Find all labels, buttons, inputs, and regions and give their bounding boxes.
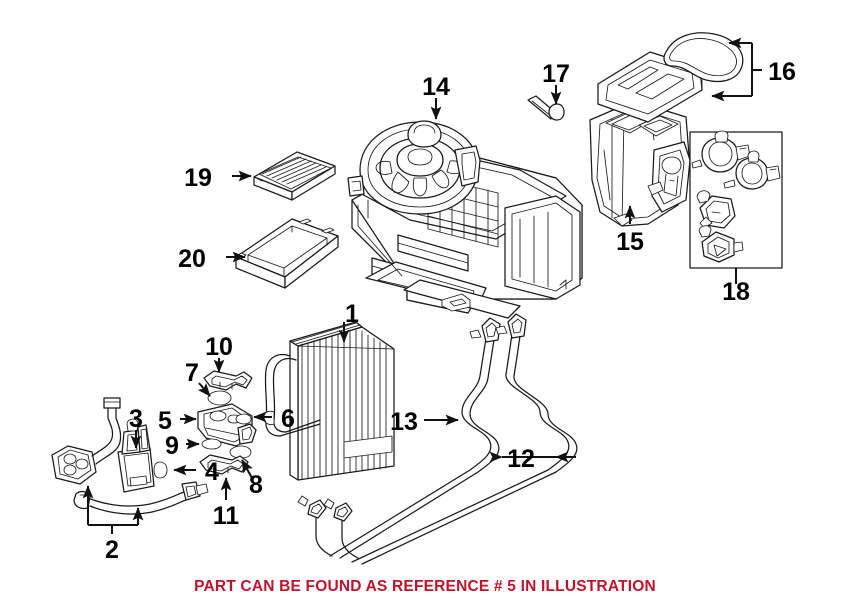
callout-17: 17 <box>542 60 570 105</box>
callout-label-9: 9 <box>165 432 179 460</box>
callout-14: 14 <box>422 73 450 120</box>
callout-6: 6 <box>253 405 295 433</box>
callout-label-18: 18 <box>722 278 750 306</box>
callout-label-5: 5 <box>158 407 172 435</box>
callout-label-19: 19 <box>184 164 212 192</box>
callout-18: 18 <box>722 268 750 306</box>
callout-label-16: 16 <box>768 58 796 86</box>
callout-label-10: 10 <box>205 333 233 361</box>
part-housing-seals <box>597 32 744 123</box>
callout-13: 13 <box>390 408 459 436</box>
callout-label-4: 4 <box>205 458 219 486</box>
part-cabin-air-filter <box>253 151 336 201</box>
callout-16: 16 <box>711 37 796 102</box>
part-receiver-drier-group <box>51 397 209 515</box>
callout-label-15: 15 <box>616 228 644 256</box>
callout-7: 7 <box>185 359 211 397</box>
callout-label-12: 12 <box>507 445 535 473</box>
callout-label-11: 11 <box>213 502 240 530</box>
part-actuator-servo-set <box>689 130 783 269</box>
callout-4: 4 <box>173 458 219 486</box>
callout-11: 11 <box>213 477 240 530</box>
callout-10: 10 <box>205 333 233 373</box>
callout-label-14: 14 <box>422 73 450 101</box>
callout-2: 2 <box>82 485 144 564</box>
callout-label-2: 2 <box>105 536 119 564</box>
callout-15: 15 <box>616 205 644 256</box>
callout-20: 20 <box>178 245 246 273</box>
part-evaporator-core <box>263 321 395 481</box>
reference-caption: PART CAN BE FOUND AS REFERENCE # 5 IN IL… <box>194 578 656 595</box>
callout-12: 12 <box>489 445 576 473</box>
callout-9: 9 <box>165 432 200 460</box>
part-filter-housing-tray <box>235 218 339 289</box>
callout-8: 8 <box>241 459 263 499</box>
part-heater-core-housing <box>589 100 691 227</box>
callout-label-20: 20 <box>178 245 206 273</box>
callout-label-17: 17 <box>542 60 570 88</box>
part-blower-and-main-housing <box>347 120 583 319</box>
callout-label-6: 6 <box>281 405 295 433</box>
callout-label-8: 8 <box>249 471 263 499</box>
callout-label-13: 13 <box>390 408 418 436</box>
callout-19: 19 <box>184 164 252 192</box>
callout-label-3: 3 <box>129 405 143 433</box>
callout-5: 5 <box>158 407 197 435</box>
callout-3: 3 <box>129 405 143 449</box>
callout-label-1: 1 <box>345 300 359 328</box>
callout-1: 1 <box>338 300 359 343</box>
callout-label-7: 7 <box>185 359 199 387</box>
